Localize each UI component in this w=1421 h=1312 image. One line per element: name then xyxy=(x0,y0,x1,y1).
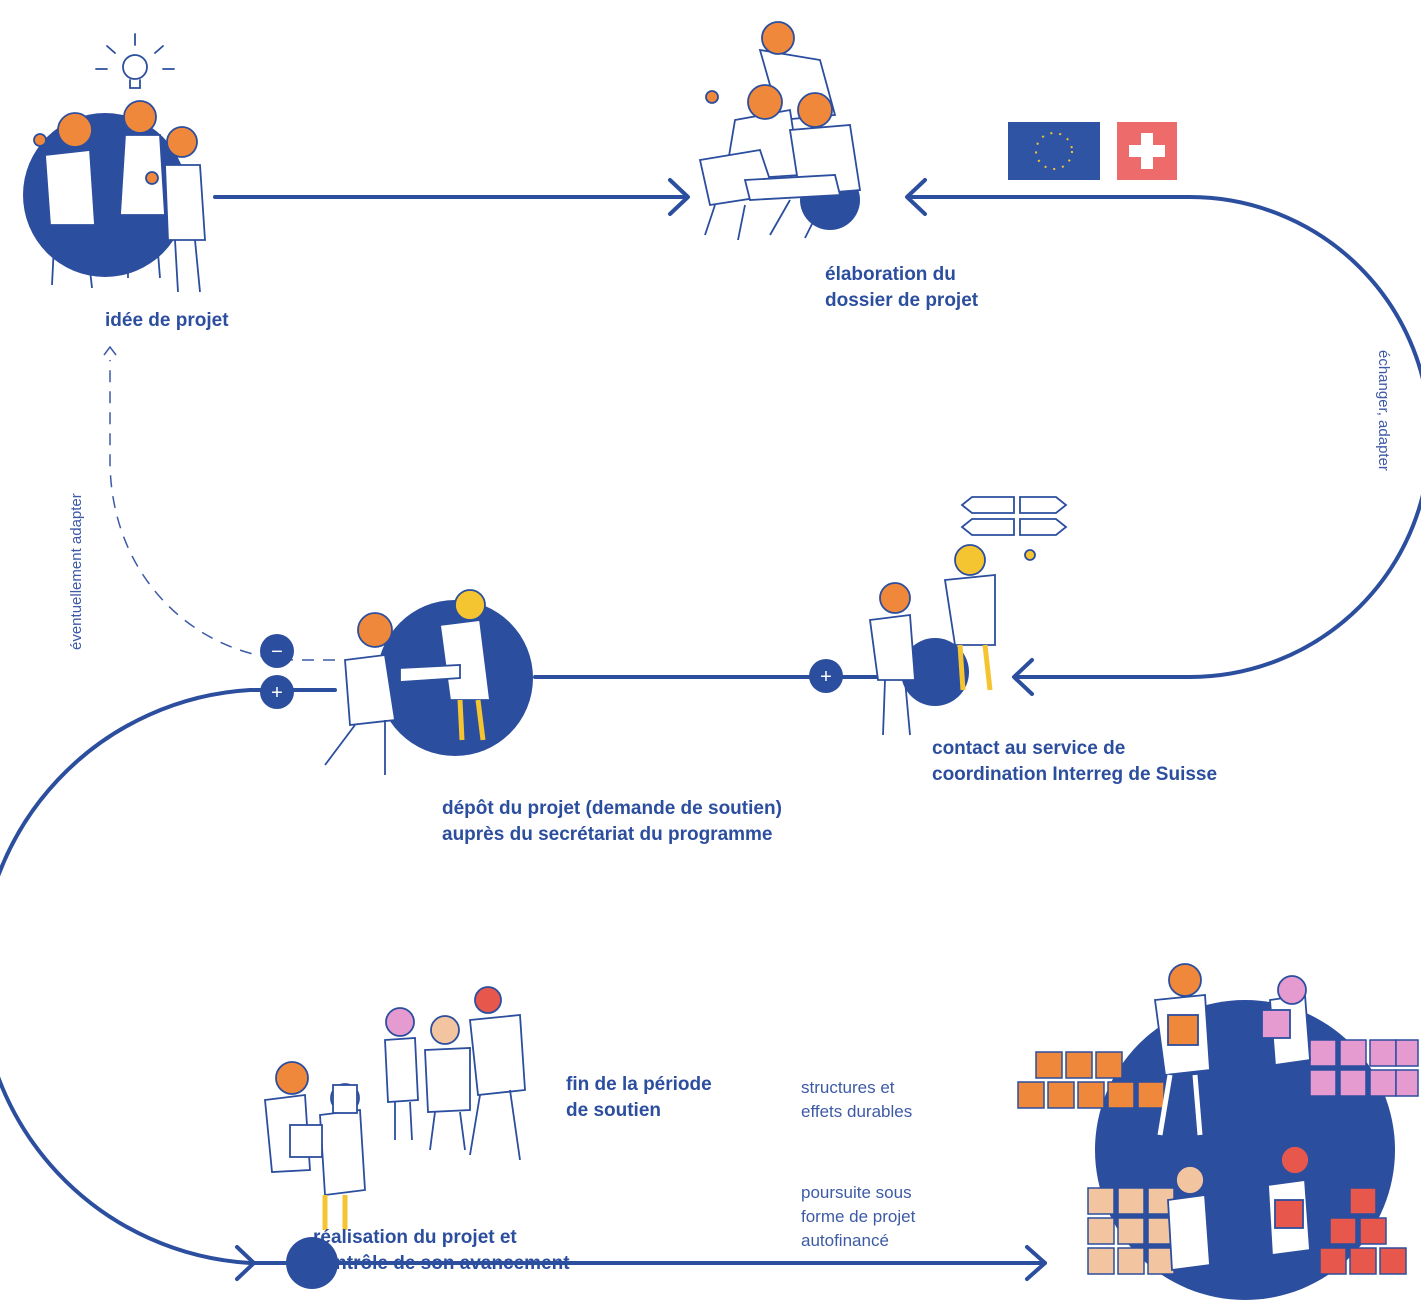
submission-illustration xyxy=(324,589,533,775)
implementation-people xyxy=(264,986,526,1230)
contact-circle xyxy=(901,638,969,706)
loop-exchange xyxy=(910,195,1421,679)
results-illustration xyxy=(1017,963,1419,1300)
minus-symbol: − xyxy=(271,641,283,663)
minus-marker: − xyxy=(260,634,294,668)
arrowhead-exchange-bottom xyxy=(1012,658,1034,696)
label-submission: dépôt du projet (demande de soutien) aup… xyxy=(442,798,782,845)
swiss-flag-icon xyxy=(1117,122,1177,180)
label-implementation: réalisation du projet et contrôle de son… xyxy=(313,1227,570,1274)
plus-marker-left: + xyxy=(260,675,294,709)
arrowhead-elaboration xyxy=(668,178,690,216)
leaf-box-icon xyxy=(1017,1039,1419,1275)
note-continuation: poursuite sous forme de projet autofinan… xyxy=(801,1183,916,1250)
arrowhead-exchange-top xyxy=(905,178,927,216)
arrowhead-results xyxy=(1025,1245,1047,1281)
contact-illustration xyxy=(868,496,1068,736)
arrowhead-implementation xyxy=(235,1245,256,1281)
idea-illustration xyxy=(23,33,206,293)
feedback-dashed xyxy=(109,360,335,661)
plus-symbol-right: + xyxy=(820,666,832,688)
note-structures: structures et effets durables xyxy=(801,1078,913,1121)
elaboration-illustration xyxy=(698,21,1177,241)
label-contact: contact au service de coordination Inter… xyxy=(932,738,1218,785)
implementation-circle xyxy=(286,1237,338,1289)
lightbulb-icon xyxy=(95,33,175,89)
implementation-illustration xyxy=(264,986,526,1289)
signpost-icon xyxy=(960,496,1068,536)
note-adapt: éventuellement adapter xyxy=(68,493,85,650)
idea-people xyxy=(33,100,206,293)
submission-people xyxy=(324,589,492,775)
dashed-arrowhead xyxy=(103,345,117,356)
results-people xyxy=(1153,963,1311,1272)
plus-marker-right: + xyxy=(809,659,843,693)
dashed-adapt-loop xyxy=(109,360,335,661)
contact-people xyxy=(868,544,1036,736)
label-end: fin de la période de soutien xyxy=(566,1074,712,1121)
plus-symbol-left: + xyxy=(271,682,283,704)
note-exchange: échanger, adapter xyxy=(1375,350,1392,471)
label-elaboration: élaboration du dossier de projet xyxy=(825,264,979,311)
eu-flag-icon xyxy=(1008,122,1100,180)
label-idea: idée de projet xyxy=(105,310,229,331)
loop-submission-to-implementation xyxy=(0,688,337,1265)
elaboration-people xyxy=(698,21,862,241)
